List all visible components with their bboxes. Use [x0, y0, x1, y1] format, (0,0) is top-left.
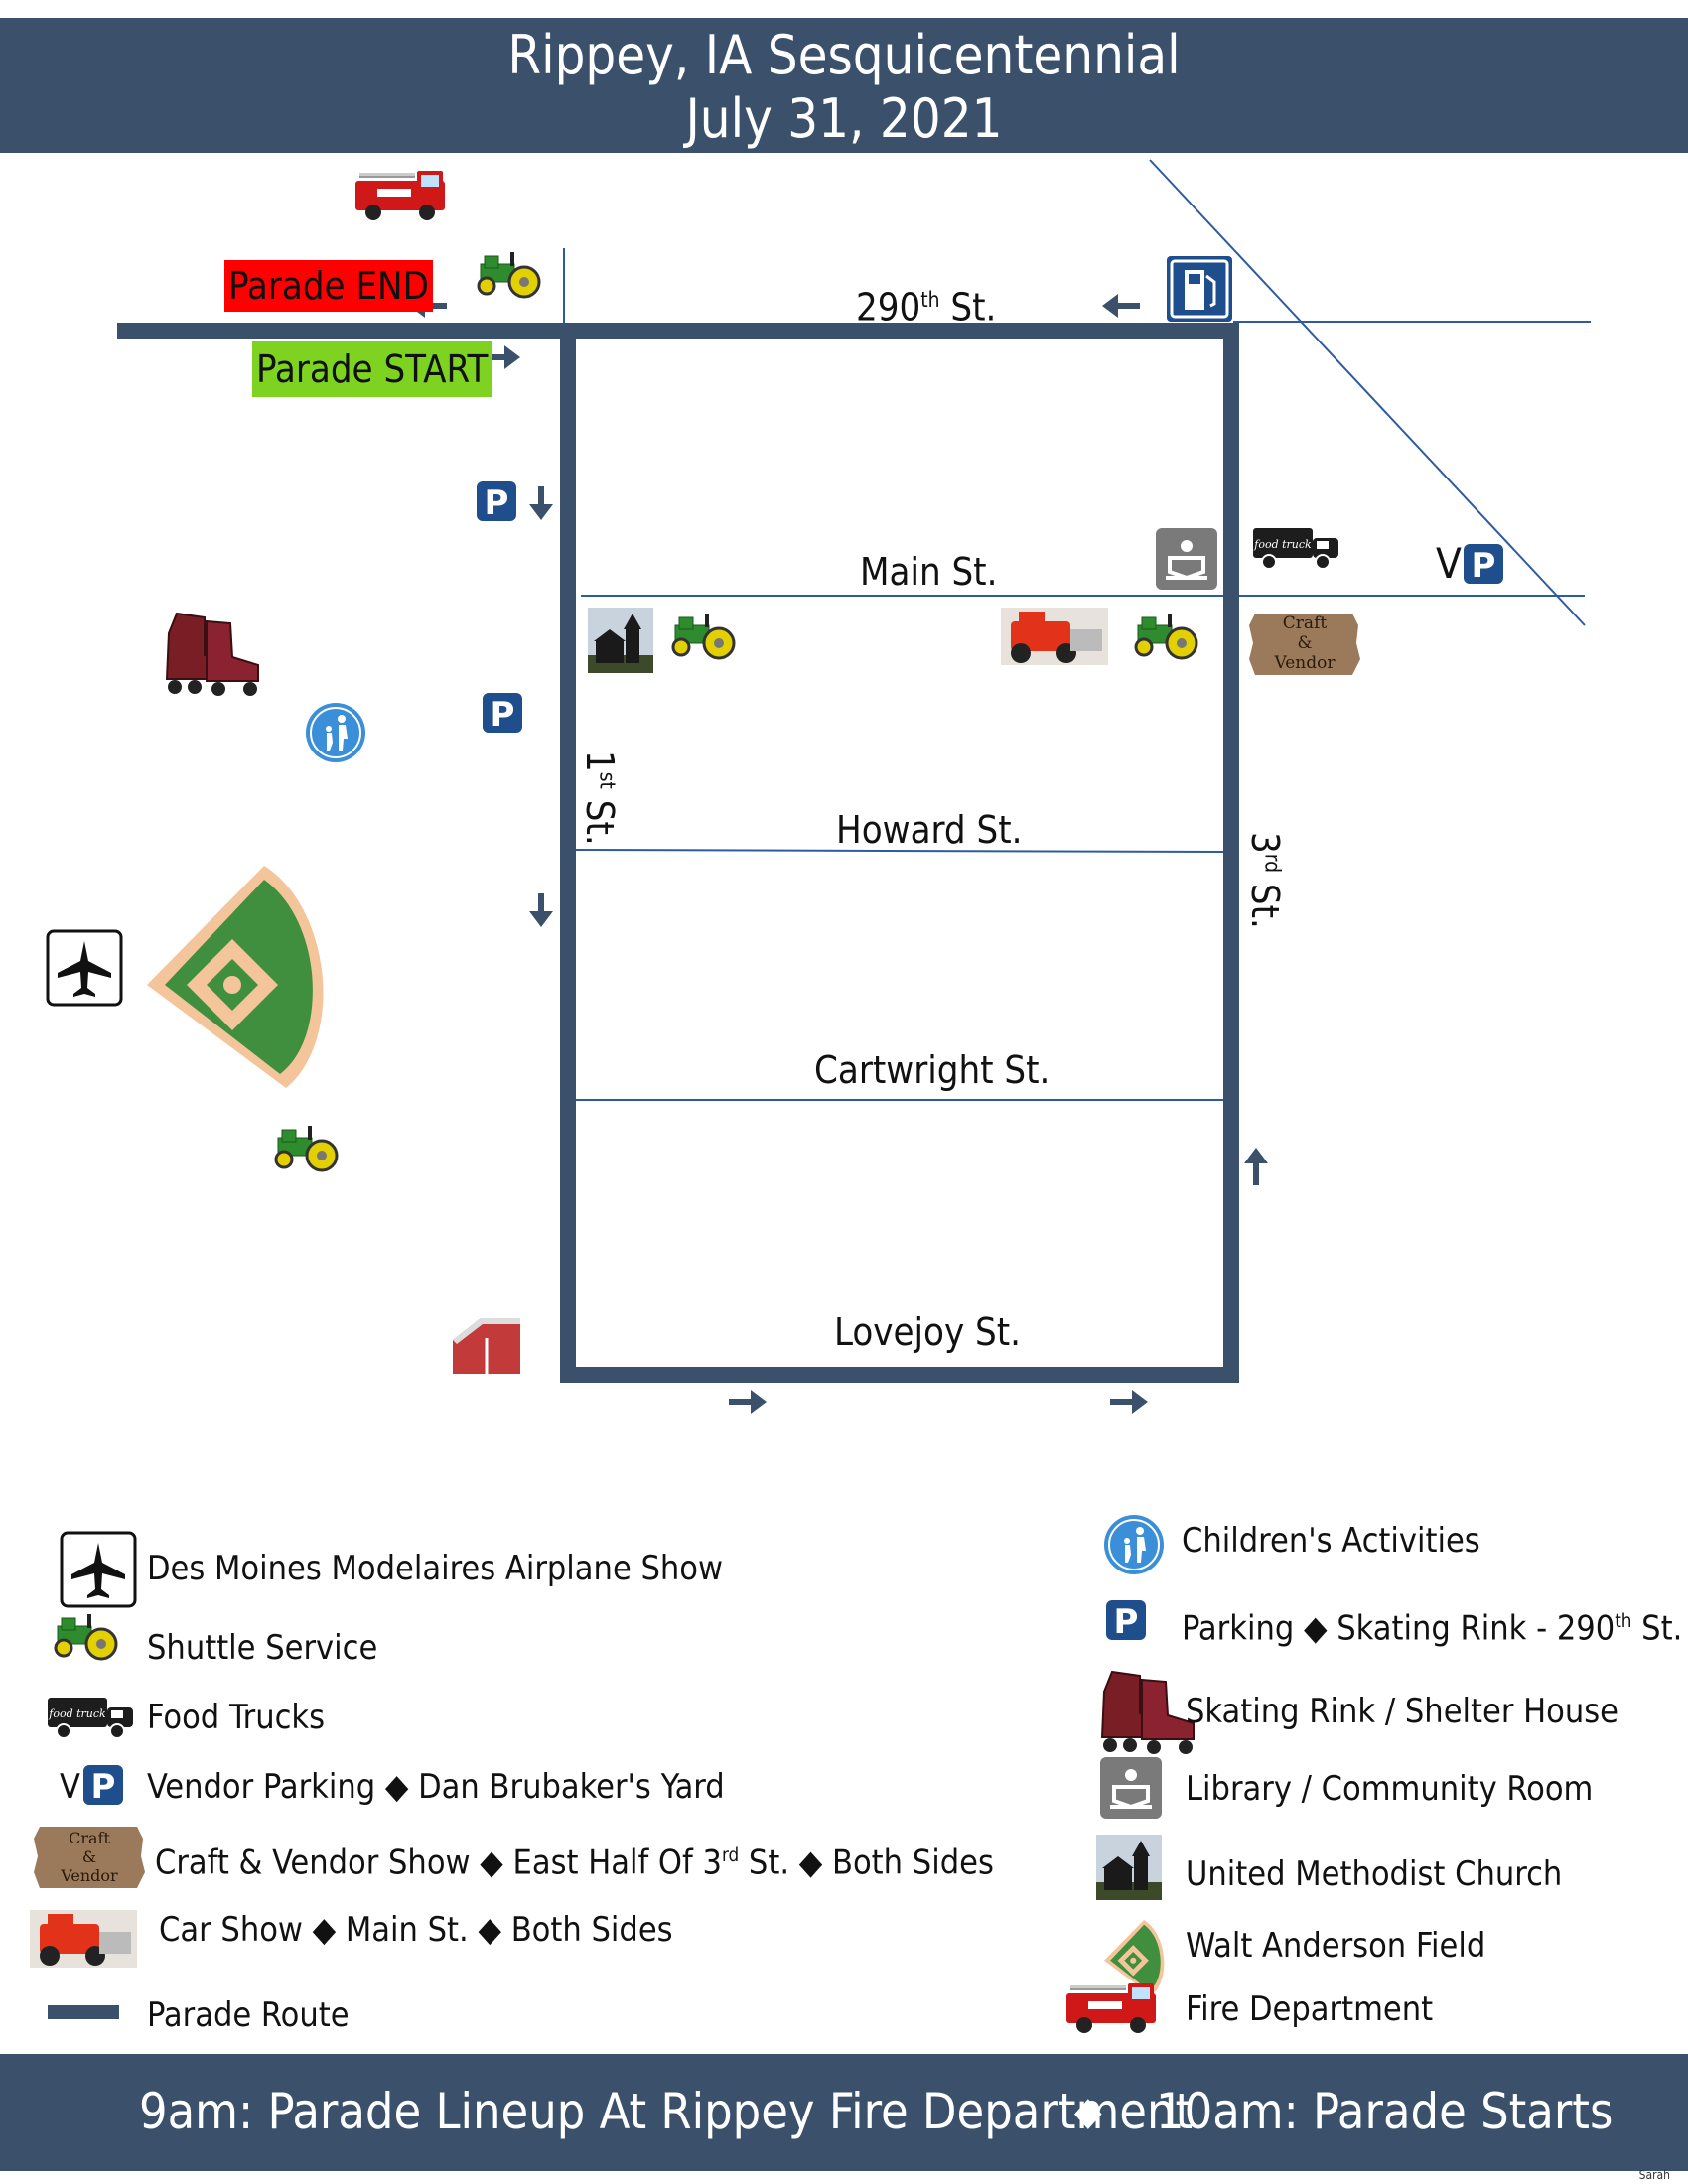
airplane-icon [46, 929, 123, 1007]
legend-craft-show: Craft & Vendor Show ◆ East Half Of 3rd S… [155, 1843, 994, 1883]
legend-fire: Fire Department [1186, 1989, 1434, 2029]
legend-vendor-parking: Vendor Parking ◆ Dan Brubaker's Yard [147, 1767, 725, 1807]
childrens-activities-icon [1103, 1514, 1165, 1575]
craft-sign-text: Craft & Vendor [1274, 614, 1336, 673]
credit: Sarah [1638, 2168, 1670, 2182]
footer-lineup: 9am: Parade Lineup At Rippey Fire Depart… [139, 2083, 1194, 2140]
fire-truck-icon [354, 170, 446, 221]
church-icon [588, 608, 653, 673]
street-label-howard: Howard St. [836, 808, 1023, 852]
diagonal-road [1149, 159, 1586, 626]
vendor-parking-v: V [1436, 539, 1462, 588]
tractor-icon [1134, 612, 1198, 660]
street-label-1st: 1st St. [578, 751, 622, 846]
street-label-main: Main St. [860, 550, 998, 594]
legend-field: Walt Anderson Field [1186, 1926, 1486, 1966]
food-truck-icon [47, 1697, 134, 1739]
route-arrows [409, 294, 1268, 1414]
childrens-activities-icon [305, 702, 366, 763]
parking-icon [483, 693, 522, 735]
legend-food-trucks: Food Trucks [147, 1698, 326, 1737]
tractor-icon [671, 612, 736, 660]
street-howard [575, 849, 1224, 853]
street-label-cartwright: Cartwright St. [814, 1048, 1051, 1092]
car-show-icon [1001, 608, 1108, 665]
legend-parade-route: Parade Route [147, 1995, 350, 2035]
roller-skates-icon [166, 613, 259, 697]
car-show-icon [30, 1910, 137, 1968]
legend-shuttle: Shuttle Service [147, 1628, 378, 1668]
page-title: Rippey, IA Sesquicentennial [507, 24, 1181, 86]
legend-car-show: Car Show ◆ Main St. ◆ Both Sides [159, 1910, 673, 1950]
airplane-icon [60, 1531, 137, 1608]
library-icon [1098, 1755, 1164, 1821]
church-icon [1096, 1835, 1162, 1900]
parade-start-label: Parade START [252, 341, 492, 397]
footer-start: 10am: Parade Starts [1156, 2083, 1614, 2140]
legend-childrens: Children's Activities [1182, 1521, 1480, 1561]
footer-banner: 9am: Parade Lineup At Rippey Fire Depart… [0, 2054, 1688, 2171]
parking-icon [1106, 1600, 1146, 1642]
legend-craft-sign-text: Craft & Vendor [61, 1829, 118, 1885]
legend-airplane: Des Moines Modelaires Airplane Show [147, 1549, 724, 1588]
roller-skates-icon [1101, 1671, 1195, 1755]
legend-vp-letter: V [60, 1767, 80, 1807]
parade-route [117, 323, 1239, 1383]
header-banner: Rippey, IA Sesquicentennial July 31, 202… [0, 18, 1688, 153]
tractor-icon [274, 1124, 339, 1172]
page-date: July 31, 2021 [685, 87, 1003, 150]
footer-diamond: ◆ [1074, 2089, 1102, 2134]
food-truck-icon [1252, 527, 1339, 570]
legend-church: United Methodist Church [1186, 1854, 1563, 1894]
gas-pump-icon [1165, 254, 1234, 324]
vendor-parking-icon [83, 1765, 123, 1807]
tractor-icon [477, 250, 541, 299]
street-label-3rd: 3rd St. [1243, 832, 1287, 929]
tractor-icon [54, 1612, 118, 1661]
legend-skating: Skating Rink / Shelter House [1186, 1692, 1618, 1731]
street-label-290: 290th St. [856, 285, 997, 330]
parade-route-swatch [48, 2005, 119, 2019]
fire-truck-icon [1065, 1982, 1157, 2034]
baseball-field-icon [147, 866, 324, 1088]
library-icon [1154, 526, 1219, 592]
parade-end-label: Parade END [224, 260, 433, 312]
street-label-lovejoy: Lovejoy St. [834, 1310, 1021, 1354]
legend-library: Library / Community Room [1186, 1769, 1594, 1809]
vendor-parking-icon [1464, 544, 1503, 586]
barn-icon [451, 1316, 522, 1376]
legend-parking: Parking ◆ Skating Rink - 290th St. [1182, 1608, 1683, 1649]
parking-icon [477, 481, 516, 523]
